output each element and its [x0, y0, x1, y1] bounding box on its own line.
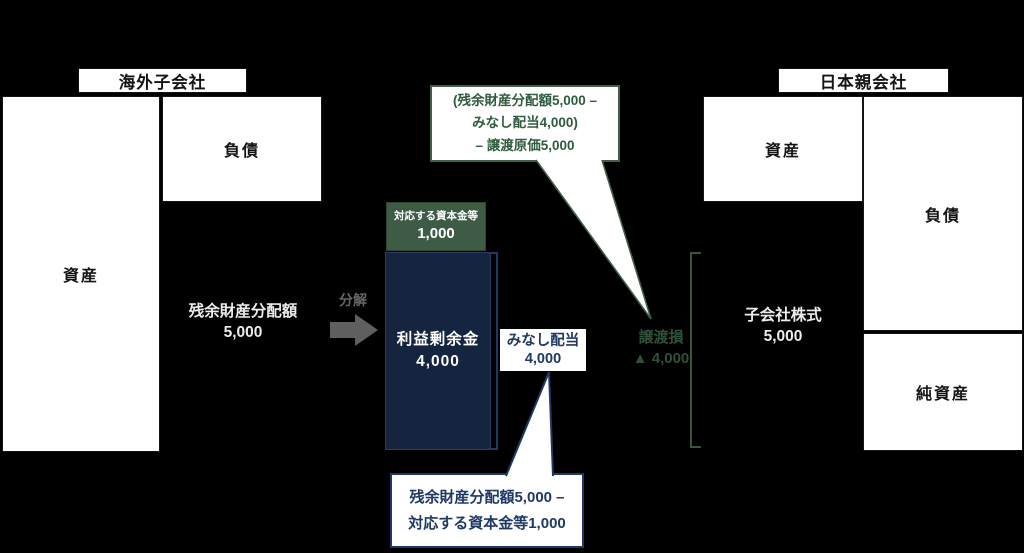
right-assets-box: 資産 — [703, 96, 863, 202]
right-liabilities-box: 負債 — [863, 96, 1023, 331]
transfer-loss-callout-line1: (残余財産分配額5,000 – — [452, 93, 598, 109]
capital-portion-box: 対応する資本金等 1,000 — [386, 202, 486, 251]
left-assets-label: 資産 — [62, 268, 99, 285]
transfer-loss-bracket — [690, 252, 701, 448]
deemed-dividend-callout-line1: 残余財産分配額5,000 – — [409, 489, 565, 506]
transfer-loss-label: 譲渡損 ▲ 4,000 — [632, 329, 690, 367]
deemed-dividend-label: みなし配当 — [506, 332, 580, 349]
right-bs-title-label: 日本親会社 — [819, 73, 908, 92]
deemed-dividend-callout: 残余財産分配額5,000 – 対応する資本金等1,000 — [390, 473, 584, 548]
capital-portion-label: 対応する資本金等 — [394, 209, 478, 222]
retained-earnings-box: 利益剰余金 4,000 — [385, 252, 491, 450]
right-bs-title: 日本親会社 — [778, 68, 949, 93]
deemed-dividend-callout-tail — [505, 371, 554, 477]
capital-portion-amount: 1,000 — [417, 224, 455, 242]
right-assets-label: 資産 — [764, 143, 801, 160]
right-net-assets-label: 純資産 — [915, 386, 970, 403]
left-assets-box: 資産 — [2, 96, 160, 452]
deemed-dividend-bracket — [489, 252, 498, 450]
deemed-dividend-amount: 4,000 — [524, 351, 562, 367]
right-net-assets-box: 純資産 — [863, 333, 1023, 451]
deemed-dividend-callout-line2: 対応する資本金等1,000 — [408, 514, 566, 532]
retained-earnings-label: 利益剰余金 — [396, 330, 480, 348]
right-liabilities-label: 負債 — [924, 207, 961, 225]
transfer-loss-callout: (残余財産分配額5,000 – みなし配当4,000) – 譲渡原価5,000 — [430, 85, 620, 162]
decompose-arrow-label: 分解 — [339, 292, 367, 308]
transfer-loss-callout-tail — [535, 159, 652, 320]
left-bs-title: 海外子会社 — [78, 68, 247, 93]
deemed-dividend-label-box: みなし配当 4,000 — [500, 329, 586, 371]
subsidiary-shares-label: 子会社株式 5,000 — [744, 307, 822, 345]
retained-earnings-amount: 4,000 — [416, 353, 460, 370]
distribution-amount-label: 残余財産分配額 5,000 — [188, 303, 298, 341]
left-liabilities-label: 負債 — [223, 143, 260, 160]
left-bs-title-label: 海外子会社 — [118, 73, 207, 92]
decompose-arrow-icon — [330, 314, 378, 346]
left-liabilities-box: 負債 — [162, 96, 322, 202]
transfer-loss-callout-line2: みなし配当4,000) — [472, 115, 578, 131]
transfer-loss-callout-line3: – 譲渡原価5,000 — [475, 137, 575, 153]
